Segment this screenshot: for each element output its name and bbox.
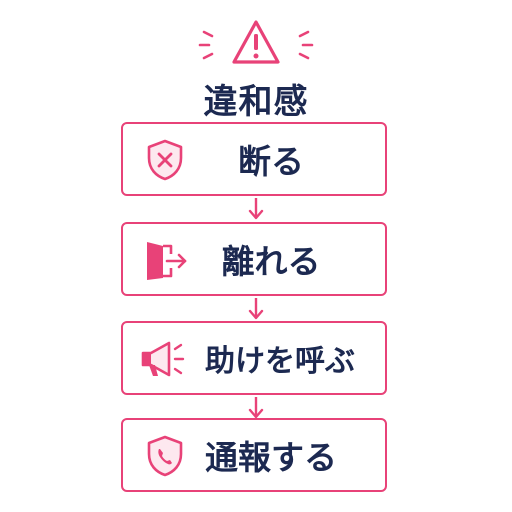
megaphone-icon [141, 341, 185, 377]
exit-door-icon [147, 242, 187, 280]
step-label: 離れる [221, 242, 321, 281]
step-leave: 離れる [121, 222, 387, 296]
warning-icon [198, 20, 314, 64]
page-title: 違和感 [203, 82, 309, 122]
shield-x-icon [147, 139, 183, 181]
step-label: 断る [238, 142, 304, 181]
step-label: 助けを呼ぶ [205, 344, 355, 379]
flow-arrow [248, 298, 264, 320]
shield-phone-icon [147, 435, 183, 477]
step-label: 通報する [205, 438, 337, 477]
flow-arrow [248, 198, 264, 220]
step-call-for-help: 助けを呼ぶ [121, 321, 387, 395]
step-report: 通報する [121, 418, 387, 492]
flow-arrow [248, 397, 264, 419]
step-refuse: 断る [121, 122, 387, 196]
header: 違和感 [0, 0, 512, 122]
